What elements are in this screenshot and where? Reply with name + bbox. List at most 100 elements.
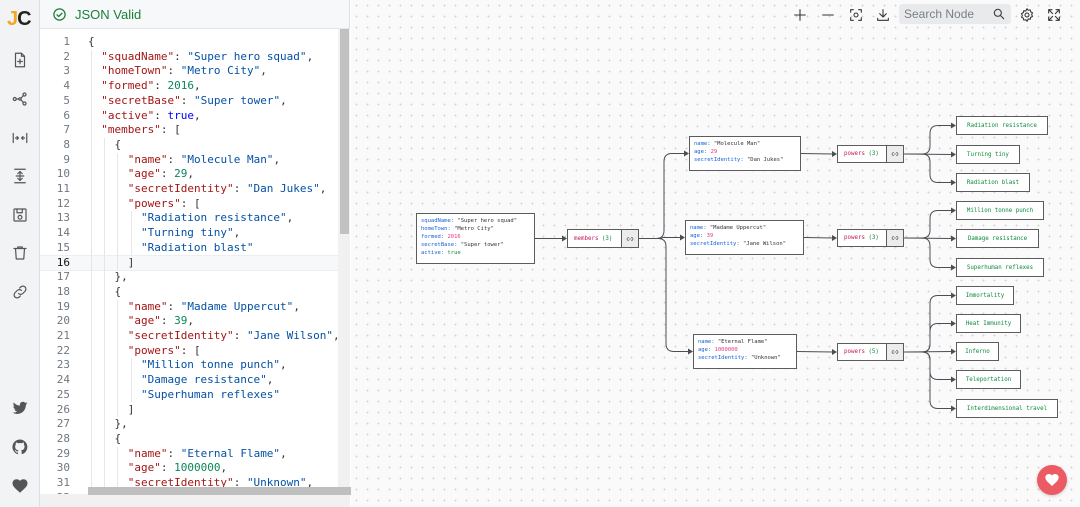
- code-text[interactable]: {: [114, 284, 122, 298]
- power-node[interactable]: Teleportation: [956, 370, 1021, 389]
- code-line[interactable]: 30"age": 1000000,: [40, 461, 338, 476]
- collapse-node-button[interactable]: [886, 146, 903, 162]
- power-node[interactable]: Immortality: [956, 286, 1014, 305]
- zoom-out-icon[interactable]: [818, 5, 838, 25]
- app-logo[interactable]: JC: [7, 8, 32, 30]
- code-line[interactable]: 31"secretIdentity": "Unknown",: [40, 476, 338, 491]
- save-icon[interactable]: [9, 204, 31, 226]
- code-text[interactable]: "secretIdentity": "Unknown",: [127, 476, 314, 489]
- vertical-scrollbar-thumb[interactable]: [340, 29, 349, 234]
- code-line[interactable]: 22"powers": [: [40, 344, 338, 359]
- collapse-node-button[interactable]: [886, 230, 903, 246]
- code-text[interactable]: "powers": [: [127, 196, 201, 210]
- search-box[interactable]: [899, 4, 1011, 24]
- settings-icon[interactable]: [1017, 5, 1037, 25]
- power-node[interactable]: Million tonne punch: [956, 201, 1044, 220]
- collapse-icon[interactable]: [9, 127, 31, 149]
- code-line[interactable]: 14"Turning tiny",: [40, 226, 338, 241]
- code-line[interactable]: 19"name": "Madame Uppercut",: [40, 300, 338, 315]
- horizontal-scrollbar-track[interactable]: [40, 494, 350, 507]
- code-text[interactable]: "name": "Molecule Man",: [127, 152, 281, 166]
- code-line[interactable]: 29"name": "Eternal Flame",: [40, 447, 338, 462]
- power-node[interactable]: Radiation blast: [956, 173, 1030, 192]
- heart-icon[interactable]: [9, 475, 31, 497]
- focus-icon[interactable]: [846, 5, 866, 25]
- code-text[interactable]: "age": 29,: [127, 167, 194, 181]
- code-line[interactable]: 10"age": 29,: [40, 167, 338, 182]
- root-node[interactable]: squadName: "Super hero squad"homeTown: "…: [416, 213, 535, 264]
- power-node[interactable]: Superhuman reflexes: [956, 258, 1044, 277]
- horizontal-scrollbar-thumb[interactable]: [88, 487, 377, 495]
- code-text[interactable]: "homeTown": "Metro City",: [101, 64, 267, 78]
- code-line[interactable]: 21"secretIdentity": "Jane Wilson",: [40, 329, 338, 344]
- code-text[interactable]: ]: [127, 255, 135, 269]
- code-line[interactable]: 6"active": true,: [40, 109, 338, 124]
- code-text[interactable]: "age": 1000000,: [127, 461, 228, 475]
- code-text[interactable]: },: [114, 270, 128, 284]
- code-line[interactable]: 7"members": [: [40, 123, 338, 138]
- code-text[interactable]: "Million tonne punch",: [140, 358, 287, 372]
- code-text[interactable]: },: [114, 417, 128, 431]
- code-line[interactable]: 15"Radiation blast": [40, 241, 338, 256]
- graph-canvas[interactable]: squadName: "Super hero squad"homeTown: "…: [351, 0, 1080, 507]
- collapse-node-button[interactable]: [886, 344, 903, 360]
- power-node[interactable]: Radiation resistance: [956, 116, 1048, 135]
- code-text[interactable]: ]: [127, 402, 135, 416]
- download-icon[interactable]: [873, 5, 893, 25]
- code-text[interactable]: "Radiation blast": [140, 240, 254, 254]
- code-text[interactable]: "name": "Eternal Flame",: [127, 446, 287, 460]
- code-text[interactable]: "secretBase": "Super tower",: [101, 93, 287, 107]
- code-line[interactable]: 20"age": 39,: [40, 314, 338, 329]
- code-line[interactable]: 23"Million tonne punch",: [40, 358, 338, 373]
- code-line[interactable]: 4"formed": 2016,: [40, 79, 338, 94]
- powers-node[interactable]: powers (3): [837, 145, 904, 163]
- code-line[interactable]: 26]: [40, 403, 338, 418]
- power-node[interactable]: Turning tiny: [956, 145, 1020, 164]
- link-icon[interactable]: [9, 281, 31, 303]
- trash-icon[interactable]: [9, 242, 31, 264]
- power-node[interactable]: Heat Immunity: [956, 314, 1021, 333]
- code-line[interactable]: 24"Damage resistance",: [40, 373, 338, 388]
- code-line[interactable]: 11"secretIdentity": "Dan Jukes",: [40, 182, 338, 197]
- search-icon[interactable]: [992, 7, 1006, 21]
- search-input[interactable]: [904, 6, 986, 22]
- code-text[interactable]: "Radiation resistance",: [140, 211, 294, 225]
- code-text[interactable]: "Turning tiny",: [140, 226, 241, 240]
- code-text[interactable]: "members": [: [101, 123, 181, 137]
- code-line[interactable]: 8{: [40, 138, 338, 153]
- powers-node[interactable]: powers (5): [837, 343, 904, 361]
- code-line[interactable]: 16]: [40, 254, 338, 272]
- code-editor[interactable]: JSON Valid 1{2"squadName": "Super hero s…: [40, 0, 377, 507]
- github-icon[interactable]: [9, 436, 31, 458]
- zoom-in-icon[interactable]: [790, 5, 810, 25]
- new-file-icon[interactable]: [9, 49, 31, 71]
- code-text[interactable]: {: [114, 431, 122, 445]
- code-line[interactable]: 17},: [40, 270, 338, 285]
- powers-node[interactable]: powers (3): [837, 229, 904, 247]
- collapse-node-button[interactable]: [621, 230, 638, 247]
- members-node[interactable]: members (3): [567, 229, 639, 248]
- code-text[interactable]: "powers": [: [127, 343, 201, 357]
- code-text[interactable]: "name": "Madame Uppercut",: [127, 299, 300, 313]
- power-node[interactable]: Interdimensional travel: [956, 399, 1058, 418]
- fullscreen-icon[interactable]: [1044, 5, 1064, 25]
- code-line[interactable]: 27},: [40, 417, 338, 432]
- power-node[interactable]: Inferno: [956, 342, 999, 361]
- code-line[interactable]: 2"squadName": "Super hero squad",: [40, 50, 338, 65]
- sponsor-button[interactable]: [1037, 465, 1067, 495]
- code-text[interactable]: "age": 39,: [127, 314, 194, 328]
- code-text[interactable]: {: [114, 137, 122, 151]
- code-lines[interactable]: 1{2"squadName": "Super hero squad",3"hom…: [40, 29, 338, 494]
- twitter-icon[interactable]: [9, 397, 31, 419]
- code-text[interactable]: {: [88, 35, 95, 48]
- graph-icon[interactable]: [9, 88, 31, 110]
- code-line[interactable]: 5"secretBase": "Super tower",: [40, 94, 338, 109]
- code-text[interactable]: "squadName": "Super hero squad",: [101, 49, 314, 63]
- code-line[interactable]: 13"Radiation resistance",: [40, 211, 338, 226]
- code-line[interactable]: 3"homeTown": "Metro City",: [40, 64, 338, 79]
- code-line[interactable]: 12"powers": [: [40, 197, 338, 212]
- code-text[interactable]: "secretIdentity": "Dan Jukes",: [127, 182, 327, 195]
